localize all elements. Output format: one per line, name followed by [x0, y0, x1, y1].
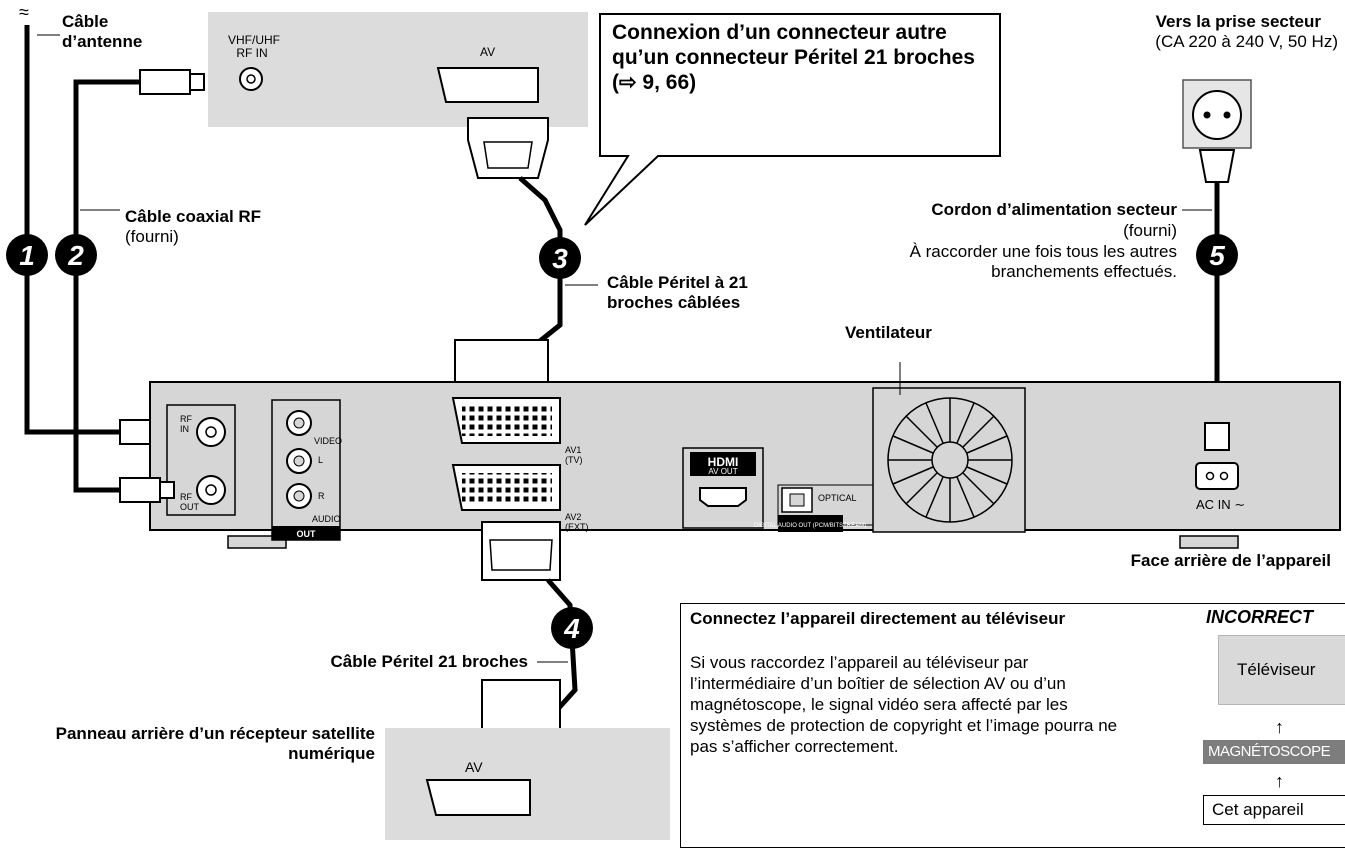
fan-label: Ventilateur [845, 323, 932, 342]
hdmi-logo: HDMI [708, 455, 739, 469]
callout-bubble [584, 13, 1001, 226]
notice-title: Connectez l’appareil directement au télé… [690, 609, 1066, 628]
step-1-text: 1 [19, 240, 35, 271]
satellite-av-label: AV [465, 759, 483, 775]
scart-wired-label: Câble Péritel à 21 broches câblées [607, 273, 748, 312]
av1-label: AV1 (TV) [565, 445, 583, 465]
incorrect-title: INCORRECT [1206, 607, 1313, 627]
scart21-label: Câble Péritel 21 broches [330, 652, 528, 671]
antenna-cable [24, 25, 120, 435]
step-2-text: 2 [67, 240, 84, 271]
scart-cable-3 [518, 176, 563, 347]
incorrect-arrow-up-2: ↑ [1275, 771, 1284, 791]
power-spec: (CA 220 à 240 V, 50 Hz) [1155, 32, 1338, 51]
step-badge-4 [551, 607, 593, 649]
callout-text: Connexion d’un connecteur autre qu’un co… [612, 21, 975, 94]
ac-in-socket [1195, 462, 1239, 490]
ac-in-label: AC IN ∼ [1196, 497, 1246, 512]
satellite-scart-socket [425, 779, 531, 816]
notice-body: Si vous raccordez l’appareil au télévise… [690, 653, 1118, 756]
step-3-text: 3 [552, 243, 568, 274]
incorrect-unit-box: Cet appareil [1203, 795, 1345, 825]
power-title: Vers la prise secteur [1155, 12, 1321, 31]
tv-av-label: AV [480, 45, 496, 59]
step-4-text: 4 [563, 613, 580, 644]
step-badge-3 [539, 237, 581, 279]
step-badge-2 [55, 234, 97, 276]
audio-label: AUDIO [312, 514, 341, 524]
hdmi-av-out-label: AV OUT [708, 467, 737, 476]
tv-av-scart-socket [436, 67, 539, 103]
power-cord-supplied: (fourni) [1123, 221, 1177, 240]
right-audio-label: R [318, 491, 325, 501]
satellite-label: Panneau arrière d’un récepteur satellite… [55, 724, 375, 763]
av2-label: AV2 (EXT) [565, 512, 589, 532]
rf-in-label: RF IN [180, 414, 192, 434]
incorrect-arrow-up-1: ↑ [1275, 717, 1284, 737]
incorrect-vcr-box: MAGNÉTOSCOPE [1203, 740, 1345, 764]
incorrect-tv-box: Téléviseur [1218, 635, 1345, 705]
coax-label: Câble coaxial RF [125, 207, 262, 226]
coaxial-cable [73, 79, 140, 493]
antenna-cable-label: Câble d’antenne [62, 12, 143, 51]
hdmi-port [699, 487, 747, 507]
rf-out-label: RF OUT [180, 492, 199, 512]
tv-rf-in-label: VHF/UHF RF IN [228, 33, 280, 60]
coax-supplied: (fourni) [125, 227, 179, 246]
rear-panel-label: Face arrière de l’appareil [1130, 551, 1331, 570]
power-cord-label: Cordon d’alimentation secteur [931, 200, 1177, 219]
left-audio-label: L [318, 455, 324, 465]
power-note: À raccorder une fois tous les autres bra… [909, 242, 1177, 281]
step-badge-1 [6, 234, 48, 276]
digital-audio-label: DIGITAL AUDIO OUT (PCM/BITSTREAM) [754, 523, 866, 529]
step-5-text: 5 [1209, 240, 1225, 271]
video-label: VIDEO [314, 436, 343, 446]
step-badge-5 [1196, 234, 1238, 276]
out-label: OUT [297, 529, 317, 539]
optical-label: OPTICAL [818, 493, 857, 503]
antenna-symbol: ≈ [19, 2, 29, 22]
